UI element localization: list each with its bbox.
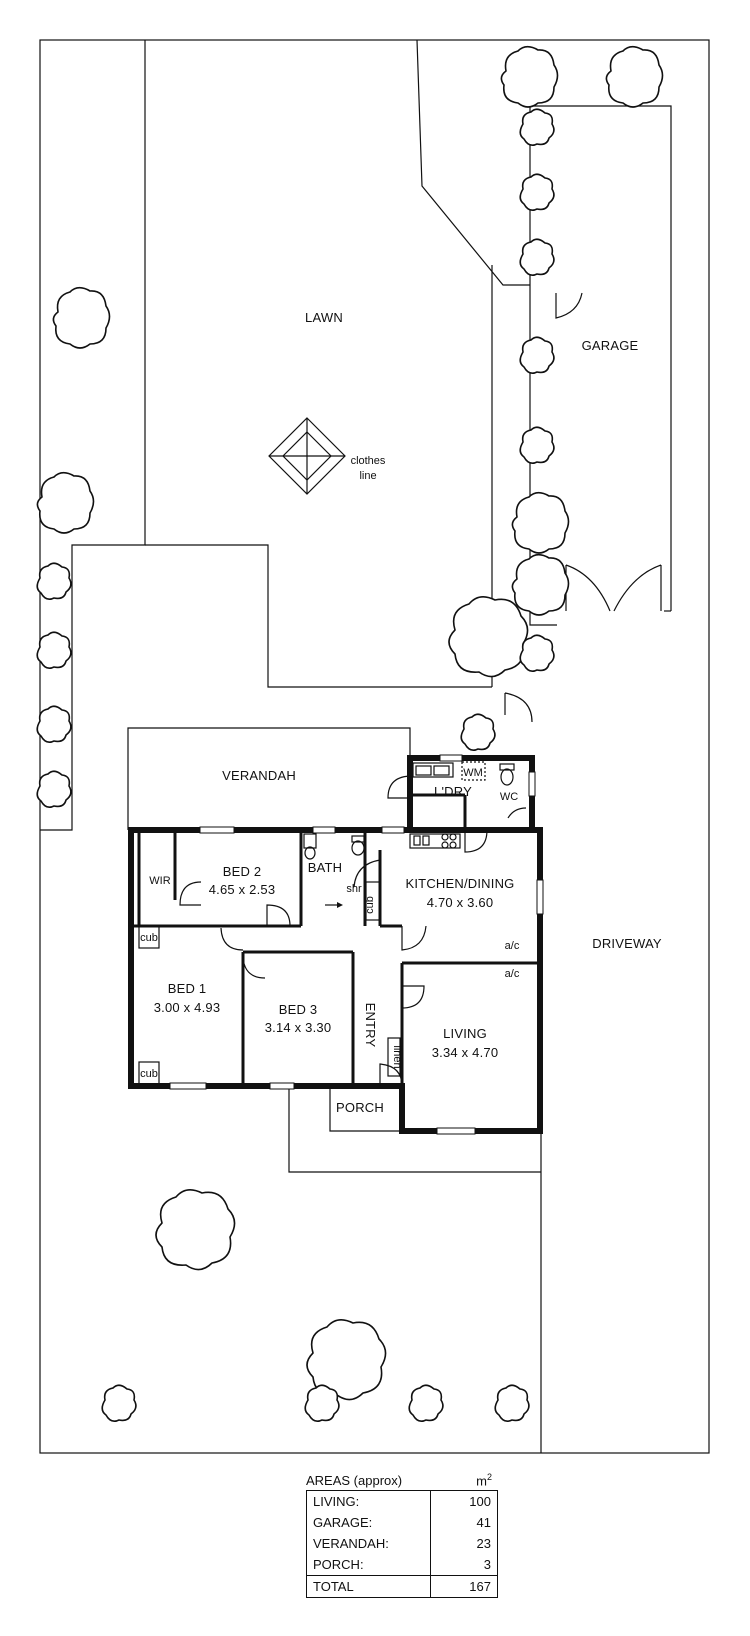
table-row: LIVING: 100 — [307, 1491, 497, 1512]
doors — [179, 775, 527, 1087]
area-label: VERANDAH: — [307, 1533, 431, 1554]
areas-title: AREAS (approx) — [306, 1472, 403, 1488]
areas-table: AREAS (approx) m2 LIVING: 100 GARAGE: 41… — [306, 1470, 498, 1598]
lawn-label: LAWN — [305, 310, 343, 325]
ac-label-2: a/c — [505, 968, 520, 980]
wir-label: WIR — [149, 875, 170, 887]
areas-table-header: AREAS (approx) m2 — [306, 1470, 498, 1490]
total-value: 167 — [469, 1579, 491, 1594]
garage-outline — [530, 105, 672, 611]
clothes-line-label-2: line — [359, 470, 376, 482]
clothes-line-icon — [268, 417, 346, 495]
area-value: 41 — [476, 1515, 491, 1530]
total-label: TOTAL — [307, 1576, 431, 1597]
bed1-label: BED 1 — [168, 981, 207, 996]
bed1-cub-label-bottom: cub — [140, 1068, 158, 1080]
bed1-dimensions: 3.00 x 4.93 — [154, 1000, 221, 1015]
shower-label: shr — [346, 883, 362, 895]
table-row: VERANDAH: 23 — [307, 1533, 497, 1554]
area-value: 3 — [483, 1557, 491, 1572]
lawn-outline — [40, 40, 146, 831]
ac-label-1: a/c — [505, 940, 520, 952]
bed2-dimensions: 4.65 x 2.53 — [209, 882, 276, 897]
kitchen-dining-label: KITCHEN/DINING — [406, 876, 515, 891]
porch-label: PORCH — [336, 1100, 384, 1115]
verandah-label: VERANDAH — [222, 768, 296, 783]
side-path — [416, 39, 530, 286]
areas-unit: m2 — [476, 1471, 492, 1489]
area-label: LIVING: — [307, 1491, 431, 1512]
lot-boundary — [39, 39, 710, 1454]
clothes-line-label-1: clothes — [351, 455, 386, 467]
bed2-label: BED 2 — [223, 864, 262, 879]
area-label: PORCH: — [307, 1554, 431, 1575]
garage-label: GARAGE — [582, 338, 639, 353]
house-walls — [128, 755, 543, 1134]
windows — [169, 754, 544, 1135]
ldry-label: L'DRY — [434, 784, 472, 799]
table-row: PORCH: 3 — [307, 1554, 497, 1575]
living-label: LIVING — [443, 1026, 487, 1041]
area-value: 100 — [469, 1494, 491, 1509]
fixtures — [138, 761, 515, 1085]
bed3-dimensions: 3.14 x 3.30 — [265, 1020, 332, 1035]
driveway-label: DRIVEWAY — [592, 936, 662, 951]
area-value: 23 — [476, 1536, 491, 1551]
kitchen-cub-label: cub — [364, 896, 376, 914]
wc-label: WC — [500, 791, 518, 803]
bed3-label: BED 3 — [279, 1002, 318, 1017]
wm-label: WM — [463, 767, 483, 779]
lawn-yard — [145, 544, 492, 688]
table-row: GARAGE: 41 — [307, 1512, 497, 1533]
linen-label: linen — [391, 1045, 403, 1068]
living-dimensions: 3.34 x 4.70 — [432, 1045, 499, 1060]
trees — [36, 45, 664, 1423]
kitchen-dining-dimensions: 4.70 x 3.60 — [427, 895, 494, 910]
total-row: TOTAL 167 — [307, 1575, 497, 1597]
area-label: GARAGE: — [307, 1512, 431, 1533]
entry-label: ENTRY — [363, 1003, 378, 1048]
verandah-outline — [127, 727, 411, 830]
bath-label: BATH — [308, 860, 343, 875]
areas-table-body: LIVING: 100 GARAGE: 41 VERANDAH: 23 PORC… — [306, 1490, 498, 1598]
bed1-cub-label-top: cub — [140, 932, 158, 944]
porch-outline — [288, 1086, 541, 1173]
